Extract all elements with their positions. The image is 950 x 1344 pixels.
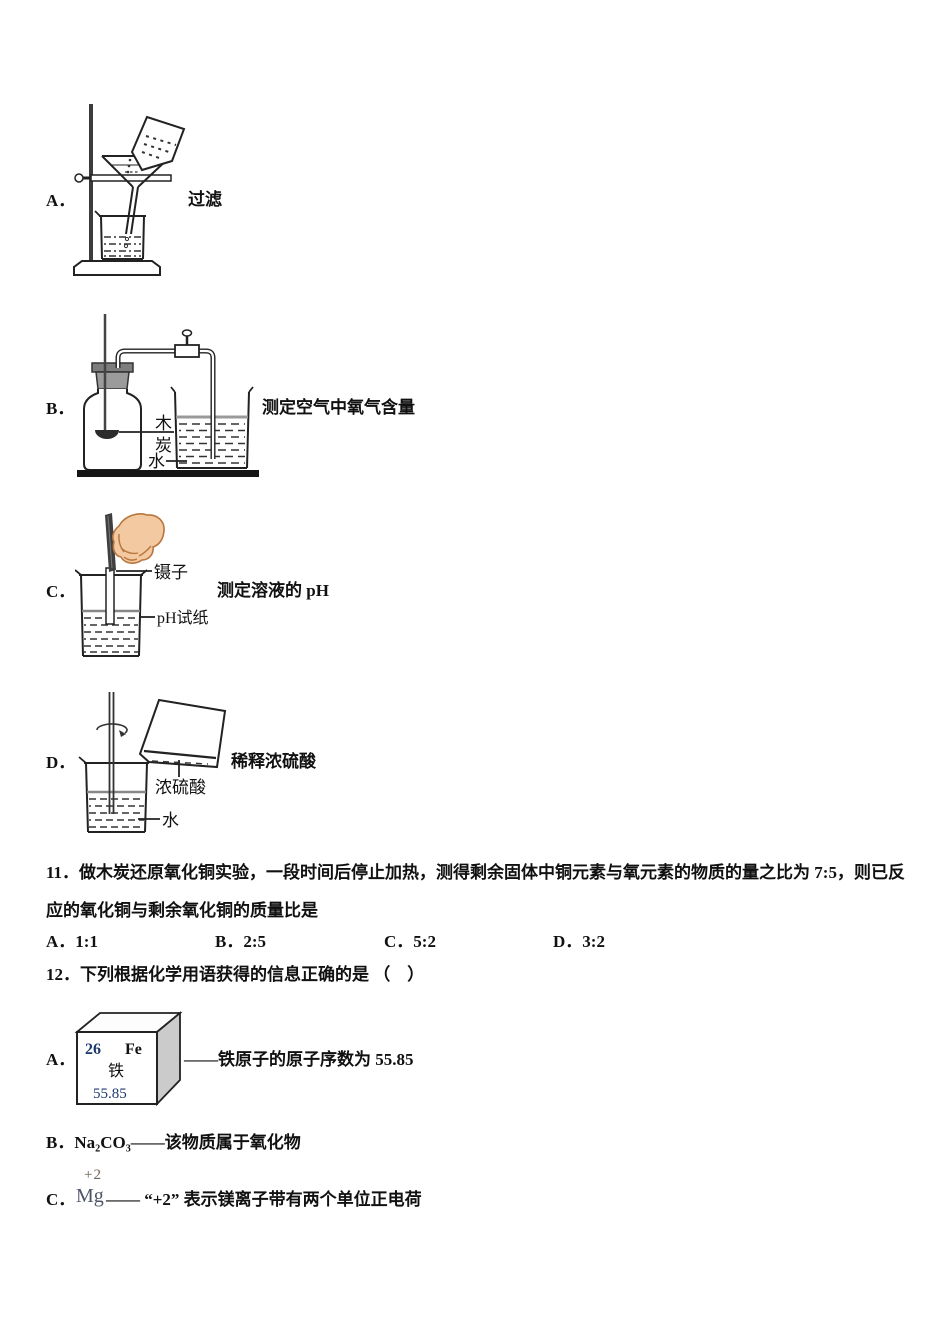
apparatus-a-letter: A． xyxy=(46,191,76,210)
element-symbol: Fe xyxy=(125,1041,142,1058)
q12-c-letter: C． xyxy=(46,1190,76,1209)
oxygen-measure-diagram: 木 炭 水 xyxy=(77,314,259,477)
q12-title: 12．下列根据化学用语获得的信息正确的是 （ ） xyxy=(46,965,425,984)
apparatus-d-letter: D． xyxy=(46,753,76,772)
tweezers xyxy=(105,513,116,572)
q12-c-text: —— “+2” 表示镁离子带有两个单位正电荷 xyxy=(106,1190,422,1209)
collecting-beaker xyxy=(94,210,146,260)
q11-line2: 应的氧化铜与剩余氧化铜的质量比是 xyxy=(46,901,318,920)
mg-charge-label: +2 xyxy=(84,1167,102,1183)
apparatus-b-caption: 测定空气中氧气含量 xyxy=(262,398,415,417)
q11-option-a: A．1:1 xyxy=(46,932,98,951)
q11-option-b: B．2:5 xyxy=(215,932,266,951)
apparatus-a-caption: 过滤 xyxy=(188,190,222,209)
glass-rod xyxy=(96,692,128,814)
iron-stand xyxy=(73,104,172,276)
apparatus-c-caption: 测定溶液的 pH xyxy=(217,581,329,600)
connecting-tube xyxy=(115,329,216,459)
apparatus-b-letter: B． xyxy=(46,399,75,418)
table-line xyxy=(77,470,259,477)
element-box-3d xyxy=(74,1011,183,1107)
gas-bottle xyxy=(83,362,142,471)
q12-b-text: B．Na₂CO₃——该物质属于氧化物 xyxy=(46,1133,301,1152)
q11-line1: 11．做木炭还原氧化铜实验，一段时间后停止加热，测得剩余固体中铜元素与氧元素的物… xyxy=(46,863,905,882)
element-name: 铁 xyxy=(108,1062,124,1080)
element-mass: 55.85 xyxy=(93,1086,127,1102)
ph-paper-strip xyxy=(105,567,115,625)
acid-pouring-beaker xyxy=(138,698,227,769)
q12-a-letter: A． xyxy=(46,1050,76,1069)
dilute-acid-diagram: 浓硫酸 水 xyxy=(78,692,227,833)
label-charcoal: 炭 xyxy=(155,436,172,455)
q11-option-d: D．3:2 xyxy=(553,932,605,951)
label-water-b: 水 xyxy=(148,452,165,471)
label-ph-paper: pH试纸 xyxy=(157,609,209,627)
apparatus-c-letter: C． xyxy=(46,582,76,601)
ph-test-diagram: 镊子 pH试纸 xyxy=(75,513,209,657)
q12-a-text: ——铁原子的原子序数为 55.85 xyxy=(184,1050,414,1069)
hand xyxy=(112,513,165,564)
charcoal-spoon-rod xyxy=(95,314,174,439)
funnel xyxy=(101,155,172,235)
q11-option-c: C．5:2 xyxy=(384,932,436,951)
label-tweezers: 镊子 xyxy=(154,563,188,582)
label-water-d: 水 xyxy=(162,811,179,830)
pouring-beaker xyxy=(126,115,186,174)
apparatus-d-caption: 稀释浓硫酸 xyxy=(231,752,316,771)
element-atomic-number: 26 xyxy=(85,1041,101,1058)
filtration-diagram xyxy=(73,104,186,276)
mg-symbol-label: Mg xyxy=(76,1185,104,1207)
water-beaker-d xyxy=(78,756,154,833)
label-acid: 浓硫酸 xyxy=(155,778,206,797)
label-wood: 木 xyxy=(155,414,172,433)
element-cell-box: 26 Fe 铁 55.85 xyxy=(74,1011,183,1107)
